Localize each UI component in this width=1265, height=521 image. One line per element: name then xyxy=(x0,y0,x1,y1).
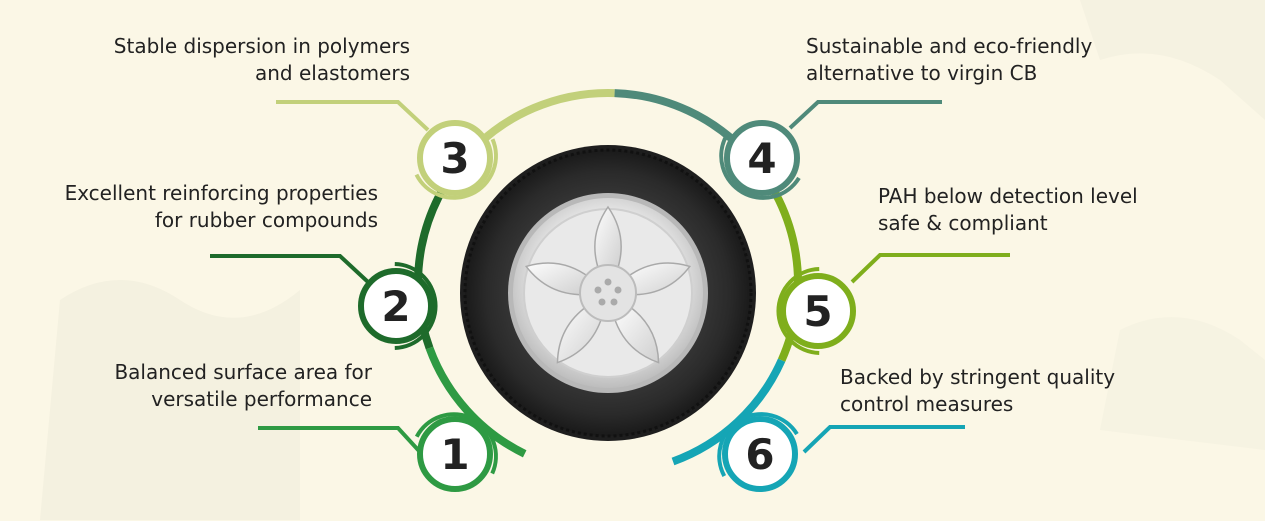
badge-5: 5 xyxy=(776,267,856,355)
connector-1 xyxy=(258,426,422,454)
badge-1: 1 xyxy=(414,412,498,492)
tire-icon xyxy=(460,145,756,441)
connector-lines xyxy=(210,100,1010,454)
connector-5 xyxy=(850,253,1010,284)
badge-2: 2 xyxy=(358,262,438,350)
ring-segment-1 xyxy=(425,346,527,458)
background-texture xyxy=(40,0,1265,520)
badge-number-5: 5 xyxy=(803,287,832,336)
badge-6: 6 xyxy=(717,412,799,492)
connector-3 xyxy=(276,100,430,132)
badge-number-3: 3 xyxy=(440,134,469,183)
badge-4: 4 xyxy=(719,120,801,200)
badge-3: 3 xyxy=(414,120,498,200)
badge-number-4: 4 xyxy=(747,134,776,183)
connector-4 xyxy=(788,100,942,130)
connector-6 xyxy=(802,425,965,454)
badge-number-6: 6 xyxy=(745,430,774,479)
badge-number-1: 1 xyxy=(440,430,469,479)
connector-2 xyxy=(210,254,370,284)
number-badges: 1 2 3 4 5 6 xyxy=(358,120,856,492)
badge-number-2: 2 xyxy=(381,282,410,331)
